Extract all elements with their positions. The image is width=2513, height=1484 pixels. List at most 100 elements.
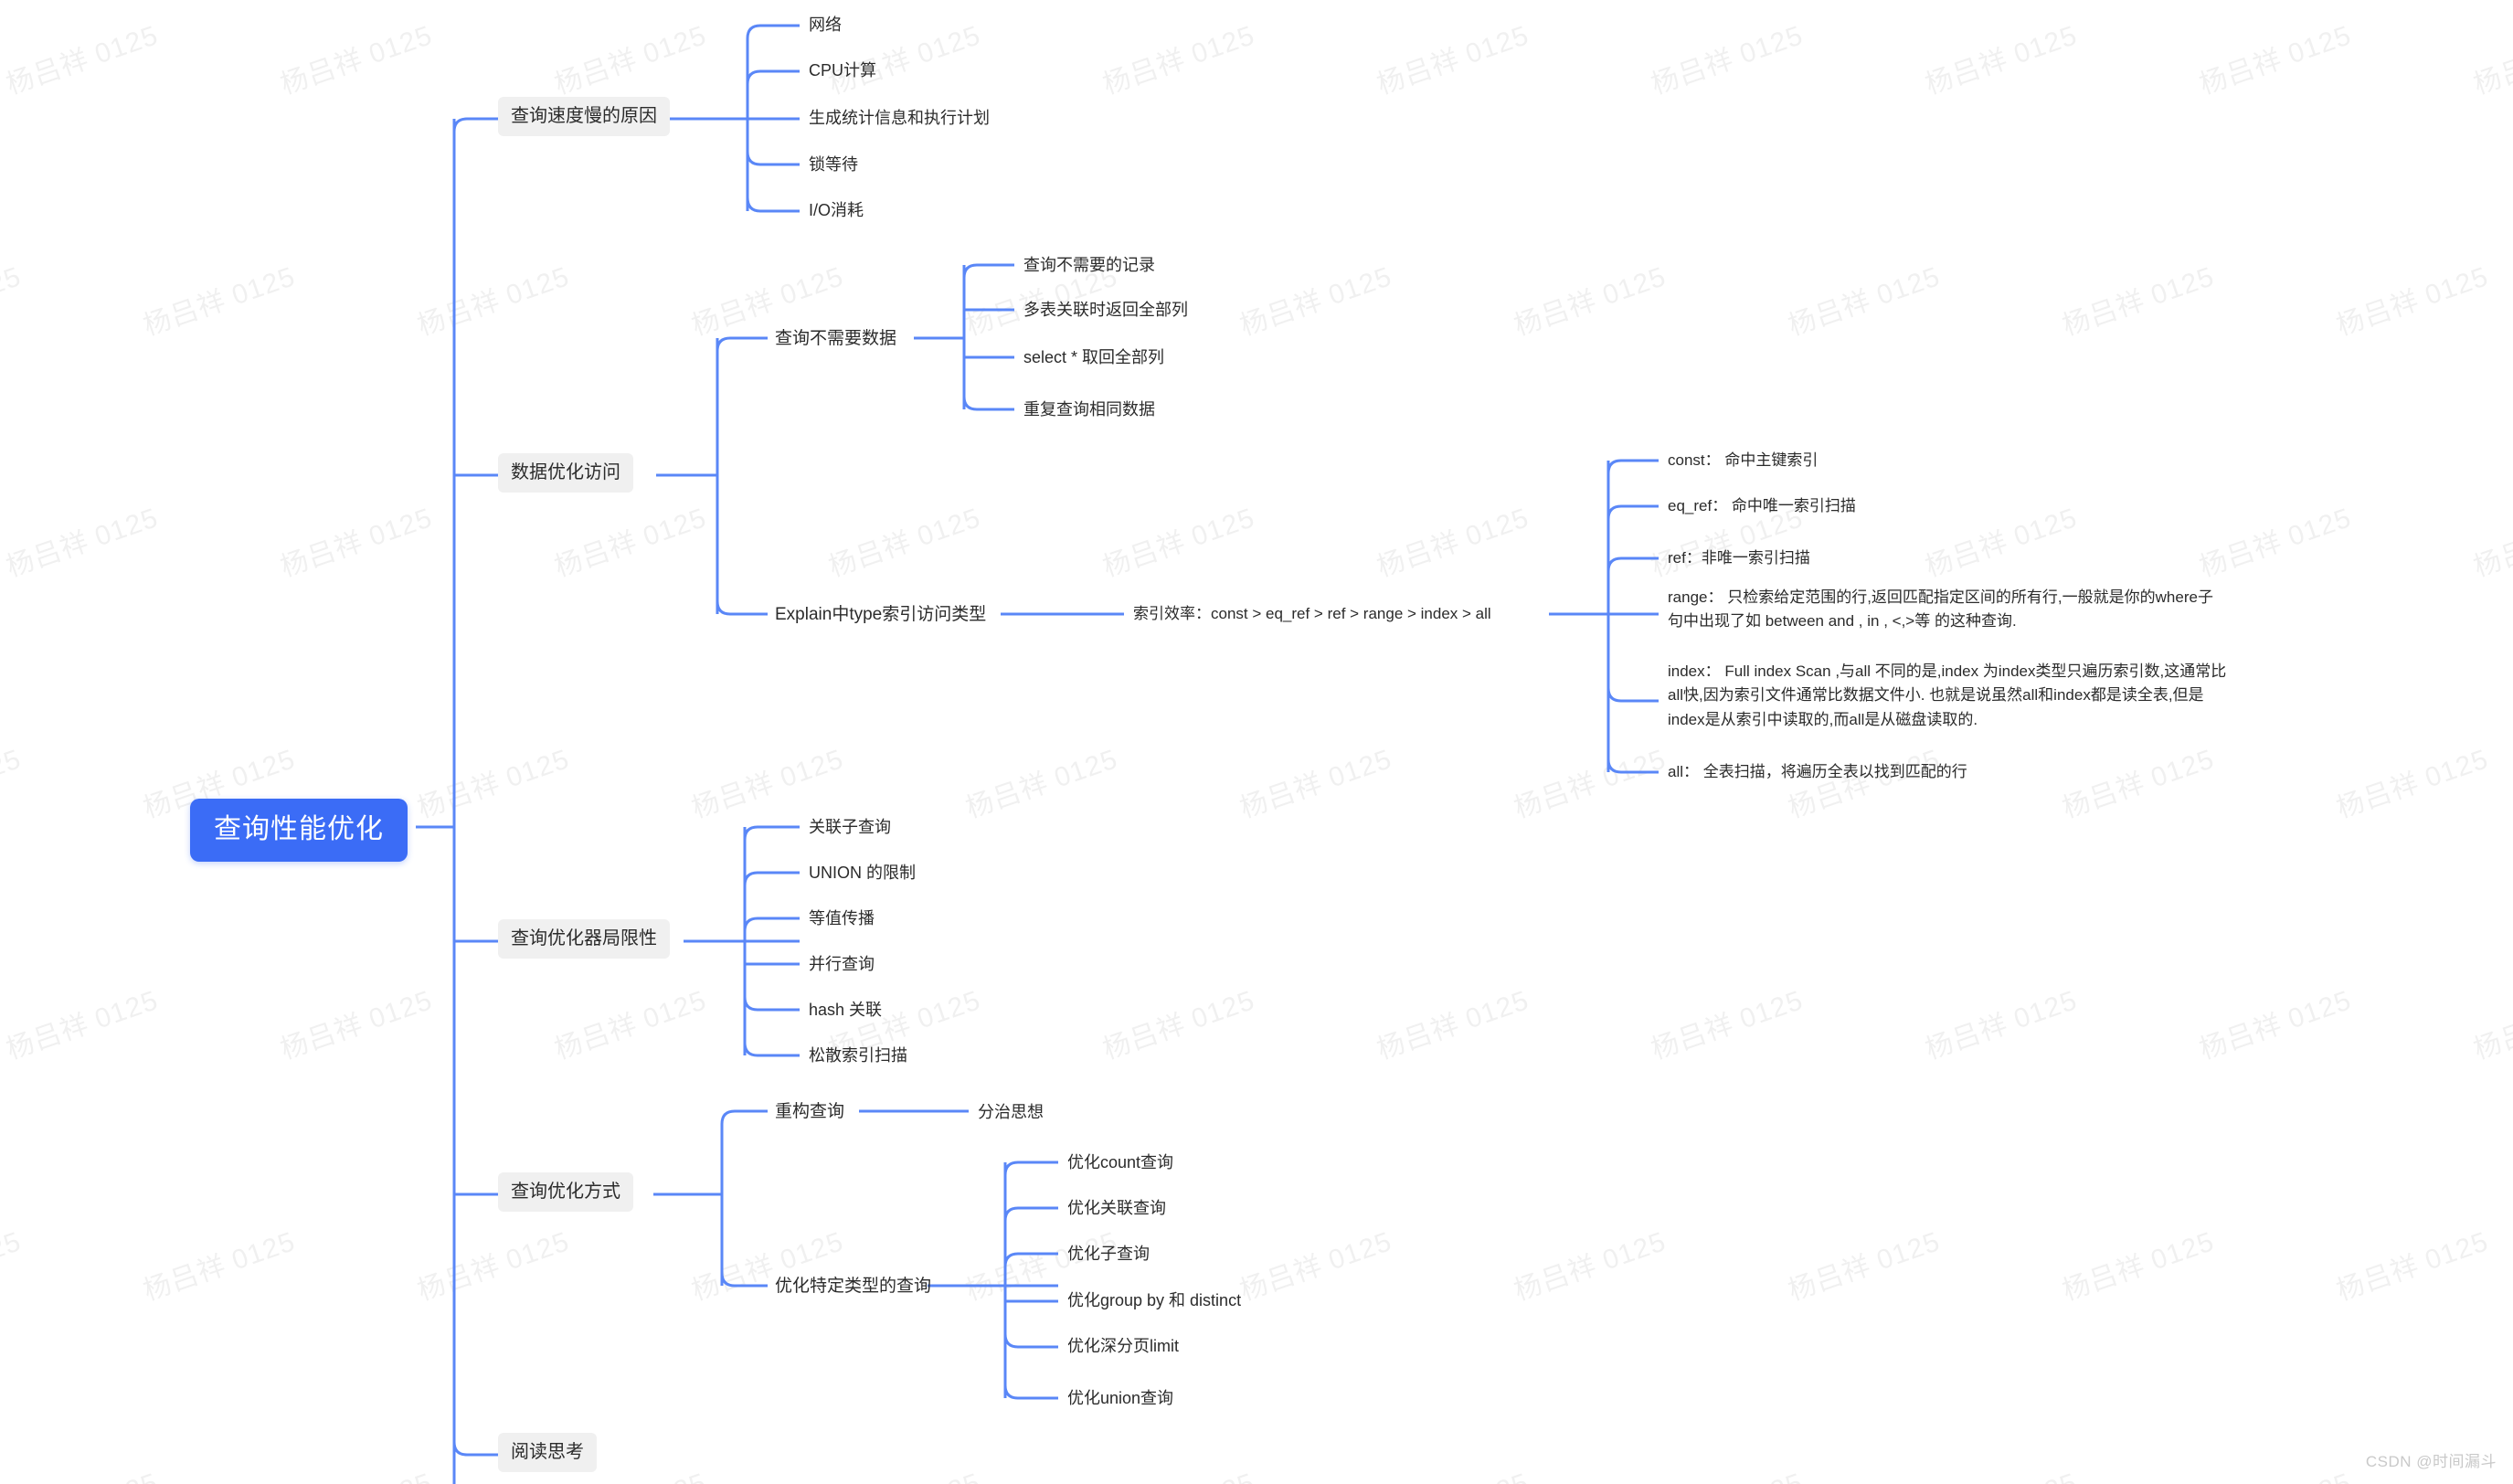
- sub-node-index-efficiency[interactable]: 索引效率：const > eq_ref > ref > range > inde…: [1133, 605, 1491, 622]
- branch-node-optimize-methods[interactable]: 查询优化方式: [498, 1172, 633, 1212]
- watermark-text: 杨吕祥 0125: [550, 503, 711, 583]
- watermark-text: 杨吕祥 0125: [276, 503, 437, 583]
- watermark-text: 杨吕祥 0125: [0, 1226, 26, 1307]
- watermark-text: 杨吕祥 0125: [2332, 744, 2493, 824]
- watermark-text: 杨吕祥 0125: [1098, 20, 1259, 101]
- leaf-node-divide-conquer[interactable]: 分治思想: [978, 1103, 1044, 1121]
- leaf-node[interactable]: UNION 的限制: [809, 864, 916, 882]
- watermark-text: 杨吕祥 0125: [1371, 1460, 1533, 1484]
- root-node[interactable]: 查询性能优化: [190, 799, 408, 862]
- leaf-node[interactable]: 并行查询: [809, 955, 875, 973]
- watermark-text: 杨吕祥 0125: [1510, 744, 1670, 824]
- leaf-node[interactable]: 多表关联时返回全部列: [1023, 301, 1188, 319]
- watermark-text: 杨吕祥 0125: [824, 20, 985, 101]
- leaf-node[interactable]: CPU计算: [809, 61, 877, 80]
- watermark-text: 杨吕祥 0125: [0, 744, 26, 824]
- watermark-text: 杨吕祥 0125: [961, 744, 1122, 824]
- leaf-node[interactable]: 查询不需要的记录: [1023, 256, 1155, 274]
- leaf-node[interactable]: 关联子查询: [809, 818, 891, 836]
- sub-node-optimize-specific-types[interactable]: 优化特定类型的查询: [775, 1277, 932, 1296]
- branch-node-slow-reasons[interactable]: 查询速度慢的原因: [498, 97, 670, 136]
- watermark-text: 杨吕祥 0125: [2469, 503, 2513, 583]
- watermark-text: 杨吕祥 0125: [139, 261, 300, 342]
- leaf-node-type-const[interactable]: const： 命中主键索引: [1668, 451, 1818, 469]
- leaf-node[interactable]: 优化count查询: [1067, 1153, 1174, 1171]
- watermark-text: 杨吕祥 0125: [2195, 503, 2356, 583]
- watermark-text: 杨吕祥 0125: [2469, 20, 2513, 101]
- watermark-text: 杨吕祥 0125: [822, 1460, 985, 1484]
- leaf-node[interactable]: hash 关联: [809, 1001, 883, 1019]
- watermark-text: 杨吕祥 0125: [1235, 1226, 1396, 1307]
- watermark-text: 杨吕祥 0125: [2195, 20, 2356, 101]
- watermark-text: 杨吕祥 0125: [1235, 261, 1396, 342]
- watermark-text: 杨吕祥 0125: [687, 744, 848, 824]
- watermark-text: 杨吕祥 0125: [2195, 985, 2356, 1065]
- leaf-node[interactable]: 优化深分页limit: [1067, 1337, 1179, 1355]
- watermark-text: 杨吕祥 0125: [824, 503, 985, 583]
- watermark-text: 杨吕祥 0125: [1645, 1460, 1808, 1484]
- leaf-node[interactable]: 等值传播: [809, 909, 875, 928]
- leaf-node-type-range[interactable]: range： 只检索给定范围的行,返回匹配指定区间的所有行,一般就是你的wher…: [1668, 588, 2213, 631]
- leaf-node-type-ref[interactable]: ref：非唯一索引扫描: [1668, 549, 1810, 567]
- watermark-text: 杨吕祥 0125: [1784, 261, 1945, 342]
- leaf-node[interactable]: 优化group by 和 distinct: [1067, 1291, 1242, 1309]
- leaf-node-type-index[interactable]: index： Full index Scan ,与all 不同的是,index …: [1668, 662, 2227, 728]
- watermark-text: 杨吕祥 0125: [1235, 744, 1396, 824]
- branch-node-optimizer-limits[interactable]: 查询优化器局限性: [498, 919, 670, 959]
- watermark-text: 杨吕祥 0125: [0, 261, 26, 342]
- watermark-text: 杨吕祥 0125: [276, 20, 437, 101]
- leaf-node[interactable]: 优化关联查询: [1067, 1199, 1166, 1217]
- watermark-text: 杨吕祥 0125: [2, 20, 163, 101]
- watermark-text: 杨吕祥 0125: [1919, 1460, 2082, 1484]
- leaf-node[interactable]: 优化union查询: [1067, 1389, 1174, 1407]
- branch-node-reading-thoughts[interactable]: 阅读思考: [498, 1433, 597, 1472]
- csdn-credit: CSDN @时间漏斗: [2365, 1453, 2497, 1470]
- watermark-text: 杨吕祥 0125: [2058, 744, 2219, 824]
- watermark-text: 杨吕祥 0125: [2469, 985, 2513, 1065]
- watermark-text: 杨吕祥 0125: [1373, 985, 1533, 1065]
- watermark-text: 杨吕祥 0125: [1510, 1226, 1670, 1307]
- sub-node-no-need-data[interactable]: 查询不需要数据: [775, 329, 897, 348]
- leaf-node[interactable]: 松散索引扫描: [809, 1046, 907, 1065]
- watermark-text: 杨吕祥 0125: [1921, 985, 2082, 1065]
- watermark-text: 杨吕祥 0125: [2058, 1226, 2219, 1307]
- branch-node-data-access-optimize[interactable]: 数据优化访问: [498, 453, 633, 493]
- watermark-text: 杨吕祥 0125: [413, 261, 574, 342]
- leaf-node[interactable]: 锁等待: [809, 155, 858, 174]
- watermark-text: 杨吕祥 0125: [1647, 985, 1808, 1065]
- watermark-text: 杨吕祥 0125: [139, 1226, 300, 1307]
- watermark-text: 杨吕祥 0125: [1373, 503, 1533, 583]
- watermark-text: 杨吕祥 0125: [550, 20, 711, 101]
- watermark-text: 杨吕祥 0125: [1097, 1460, 1259, 1484]
- watermark-text: 杨吕祥 0125: [1510, 261, 1670, 342]
- watermark-text: 杨吕祥 0125: [276, 985, 437, 1065]
- watermark-text: 杨吕祥 0125: [0, 1460, 163, 1484]
- watermark-text: 杨吕祥 0125: [1098, 503, 1259, 583]
- watermark-text: 杨吕祥 0125: [2332, 1226, 2493, 1307]
- watermark-text: 杨吕祥 0125: [1784, 1226, 1945, 1307]
- watermark-text: 杨吕祥 0125: [1921, 503, 2082, 583]
- leaf-node[interactable]: 网络: [809, 16, 842, 34]
- leaf-node[interactable]: 优化子查询: [1067, 1245, 1150, 1263]
- leaf-node[interactable]: 生成统计信息和执行计划: [809, 109, 990, 127]
- leaf-node-type-all[interactable]: all： 全表扫描，将遍历全表以找到匹配的行: [1668, 763, 1967, 780]
- watermark-text: 杨吕祥 0125: [2332, 261, 2493, 342]
- watermark-text: 杨吕祥 0125: [1647, 20, 1808, 101]
- watermark-text: 杨吕祥 0125: [274, 1460, 437, 1484]
- leaf-node[interactable]: I/O消耗: [809, 201, 864, 219]
- sub-node-restructure-query[interactable]: 重构查询: [775, 1102, 845, 1121]
- sub-node-explain-type[interactable]: Explain中type索引访问类型: [775, 605, 987, 624]
- watermark-text: 杨吕祥 0125: [2, 503, 163, 583]
- leaf-node[interactable]: select * 取回全部列: [1023, 348, 1165, 366]
- watermark-text: 杨吕祥 0125: [1098, 985, 1259, 1065]
- watermark-text: 杨吕祥 0125: [550, 985, 711, 1065]
- leaf-node[interactable]: 重复查询相同数据: [1023, 400, 1155, 419]
- leaf-node-type-eq-ref[interactable]: eq_ref： 命中唯一索引扫描: [1668, 497, 1856, 514]
- watermark-text: 杨吕祥 0125: [2, 985, 163, 1065]
- watermark-text: 杨吕祥 0125: [413, 744, 574, 824]
- watermark-text: 杨吕祥 0125: [2193, 1460, 2356, 1484]
- watermark-text: 杨吕祥 0125: [413, 1226, 574, 1307]
